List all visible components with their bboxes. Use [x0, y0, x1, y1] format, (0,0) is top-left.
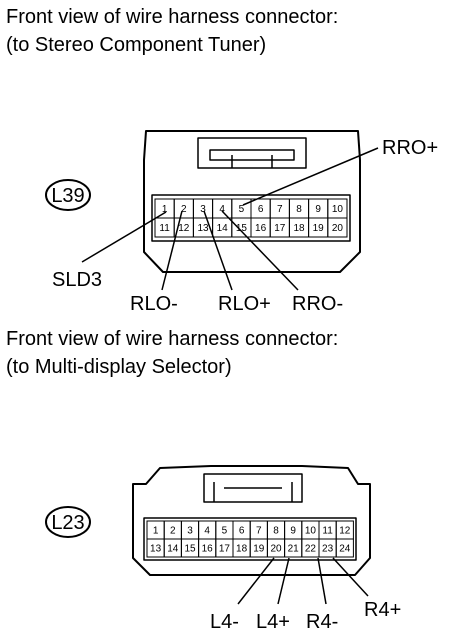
pin-number: 5 — [222, 526, 228, 537]
pin-number: 7 — [256, 526, 262, 537]
pin-number: 5 — [239, 204, 245, 215]
pin-number: 15 — [236, 223, 248, 234]
pin-number: 9 — [290, 526, 296, 537]
pin-number: 24 — [339, 544, 351, 555]
leader-rlo-plus — [203, 210, 233, 291]
connector-l23-pin-frame — [143, 517, 357, 561]
pin-number: 19 — [253, 544, 265, 555]
pin-number: 8 — [296, 204, 302, 215]
pin-number: 15 — [184, 544, 196, 555]
leader-rlo-minus — [161, 210, 183, 291]
pin-number: 4 — [204, 526, 210, 537]
connector-l39-id: L39 — [51, 185, 84, 207]
pin-number: 19 — [313, 223, 325, 234]
callout-sld3: SLD3 — [52, 269, 102, 291]
callout-r4-plus: R4+ — [364, 599, 401, 621]
callout-rlo-plus: RLO+ — [218, 293, 271, 315]
pin-cell — [335, 538, 354, 558]
pin-number: 6 — [258, 204, 264, 215]
connector-l23-id: L23 — [51, 512, 84, 534]
callout-l4-minus: L4- — [210, 611, 239, 633]
pin-number: 17 — [274, 223, 286, 234]
pin-number: 3 — [200, 204, 206, 215]
pin-number: 13 — [150, 544, 162, 555]
pin-number: 10 — [332, 204, 344, 215]
leader-l4-plus — [277, 557, 290, 605]
connector-l23-tag-oval — [45, 506, 91, 538]
callout-rro-plus: RRO+ — [382, 137, 438, 159]
leader-sld3 — [81, 211, 167, 263]
pin-number: 6 — [239, 526, 245, 537]
connector-l39-body — [143, 130, 361, 273]
leader-r4-minus — [317, 557, 327, 605]
pin-number: 11 — [322, 526, 333, 537]
pin-number: 20 — [332, 223, 344, 234]
pin-number: 2 — [170, 526, 176, 537]
pin-number: 4 — [219, 204, 225, 215]
pin-number: 18 — [293, 223, 305, 234]
pin-number: 2 — [181, 204, 187, 215]
callout-rro-minus: RRO- — [292, 293, 343, 315]
pin-number: 14 — [217, 223, 229, 234]
section-1-heading-line1: Front view of wire harness connector: — [6, 6, 339, 28]
connector-l39-tag-oval — [45, 179, 91, 211]
pin-number: 14 — [167, 544, 179, 555]
leader-rro-minus — [221, 210, 299, 291]
pin-number: 16 — [202, 544, 214, 555]
pin-number: 8 — [273, 526, 279, 537]
leader-r4-plus — [332, 557, 369, 597]
pin-number: 1 — [162, 204, 168, 215]
pin-number: 7 — [277, 204, 283, 215]
connector-l23-body — [132, 465, 371, 576]
section-1-heading-line2: (to Stereo Component Tuner) — [6, 34, 267, 56]
pin-number: 21 — [288, 544, 300, 555]
pin-number: 22 — [305, 544, 317, 555]
pin-number: 12 — [178, 223, 190, 234]
pin-number: 9 — [315, 204, 321, 215]
pin-number: 17 — [219, 544, 231, 555]
leader-l4-minus — [237, 557, 275, 605]
callout-r4-minus: R4- — [306, 611, 338, 633]
pin-number: 12 — [339, 526, 351, 537]
section-2-heading-line1: Front view of wire harness connector: — [6, 328, 339, 350]
pin-number: 20 — [270, 544, 282, 555]
pin-number: 13 — [197, 223, 209, 234]
pin-number: 18 — [236, 544, 248, 555]
pin-number: 1 — [153, 526, 159, 537]
connector-l23-lock — [203, 473, 303, 503]
pin-number: 11 — [159, 223, 170, 234]
callout-l4-plus: L4+ — [256, 611, 290, 633]
connector-l39-lock-inner — [209, 149, 295, 161]
pin-number: 10 — [305, 526, 317, 537]
pin-number: 23 — [322, 544, 334, 555]
callout-rlo-minus: RLO- — [130, 293, 178, 315]
pin-number: 3 — [187, 526, 193, 537]
section-2-heading-line2: (to Multi-display Selector) — [6, 356, 232, 378]
connector-l39-lock-outer — [197, 137, 307, 169]
pin-number: 16 — [255, 223, 267, 234]
leader-rro-plus — [242, 147, 379, 206]
pin-cell — [327, 217, 348, 238]
